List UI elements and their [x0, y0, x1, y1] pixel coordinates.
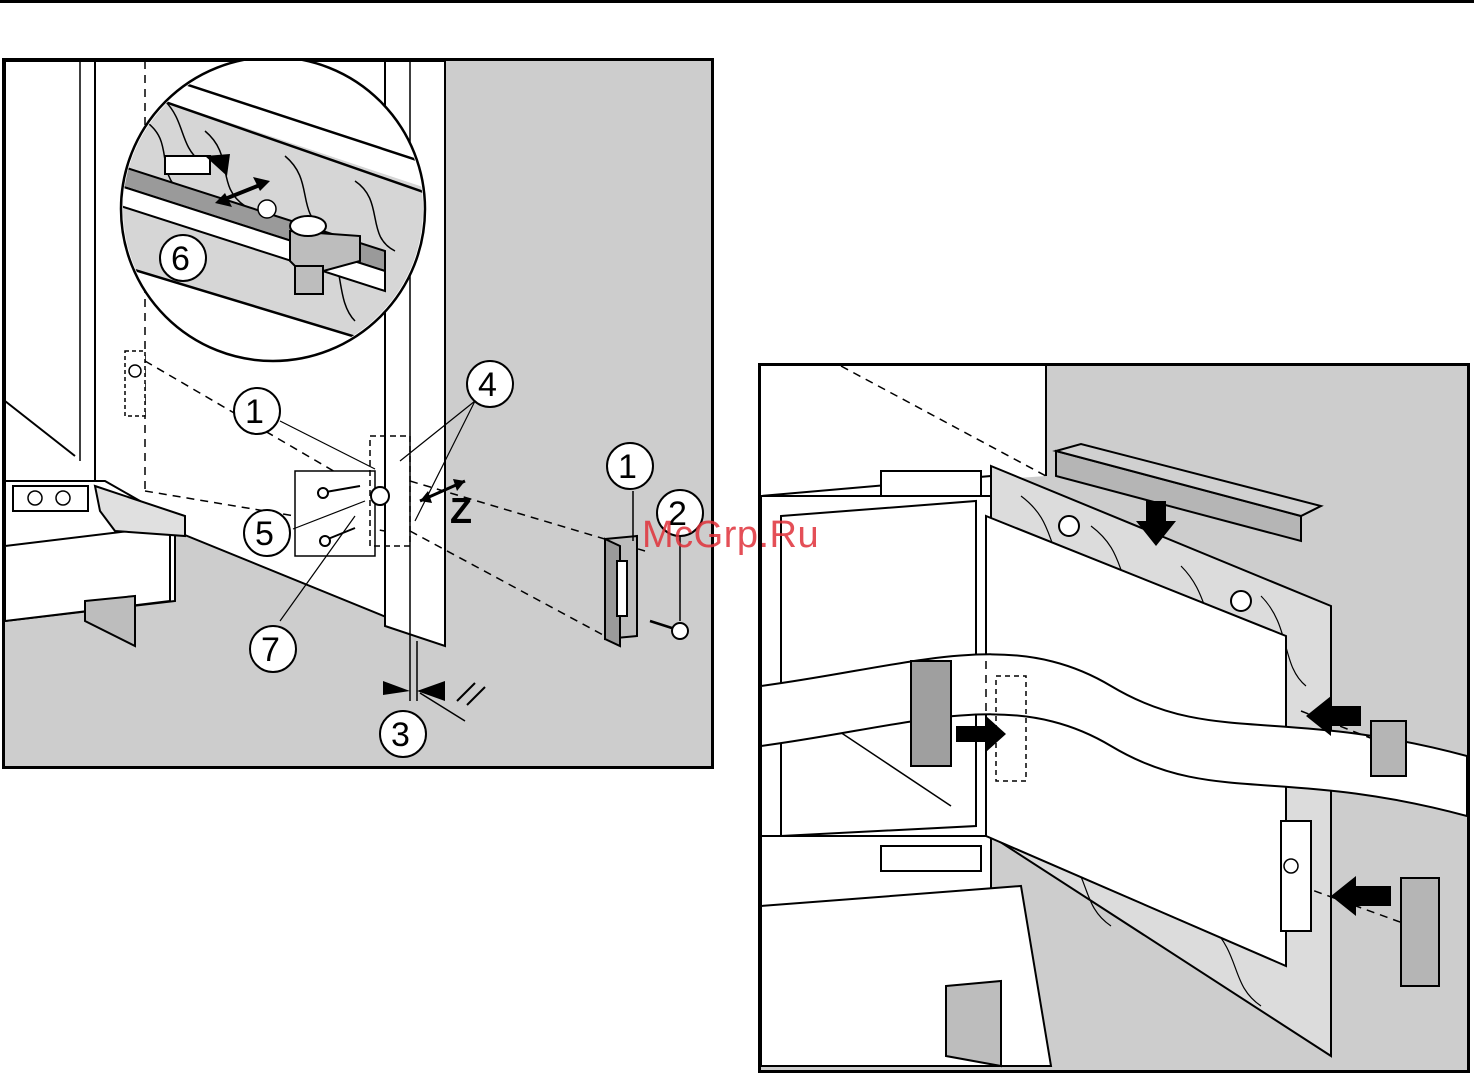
callout-6-label: 6 [171, 240, 190, 278]
right-illustration-panel [758, 363, 1470, 1073]
callout-7-label: 7 [261, 631, 280, 669]
callout-5-label: 5 [255, 515, 274, 553]
axis-label-z: Z [450, 490, 472, 531]
left-illustration-panel: Z [2, 58, 714, 769]
right-illustration [761, 366, 1467, 1070]
watermark: McGrp.Ru [642, 514, 819, 557]
callout-4-label: 4 [478, 366, 497, 404]
callout-1-label: 1 [245, 393, 264, 431]
callout-1-right-label: 1 [618, 448, 637, 486]
callout-3-label: 3 [391, 716, 410, 754]
top-rule [0, 0, 1474, 3]
left-illustration: Z [5, 61, 711, 766]
